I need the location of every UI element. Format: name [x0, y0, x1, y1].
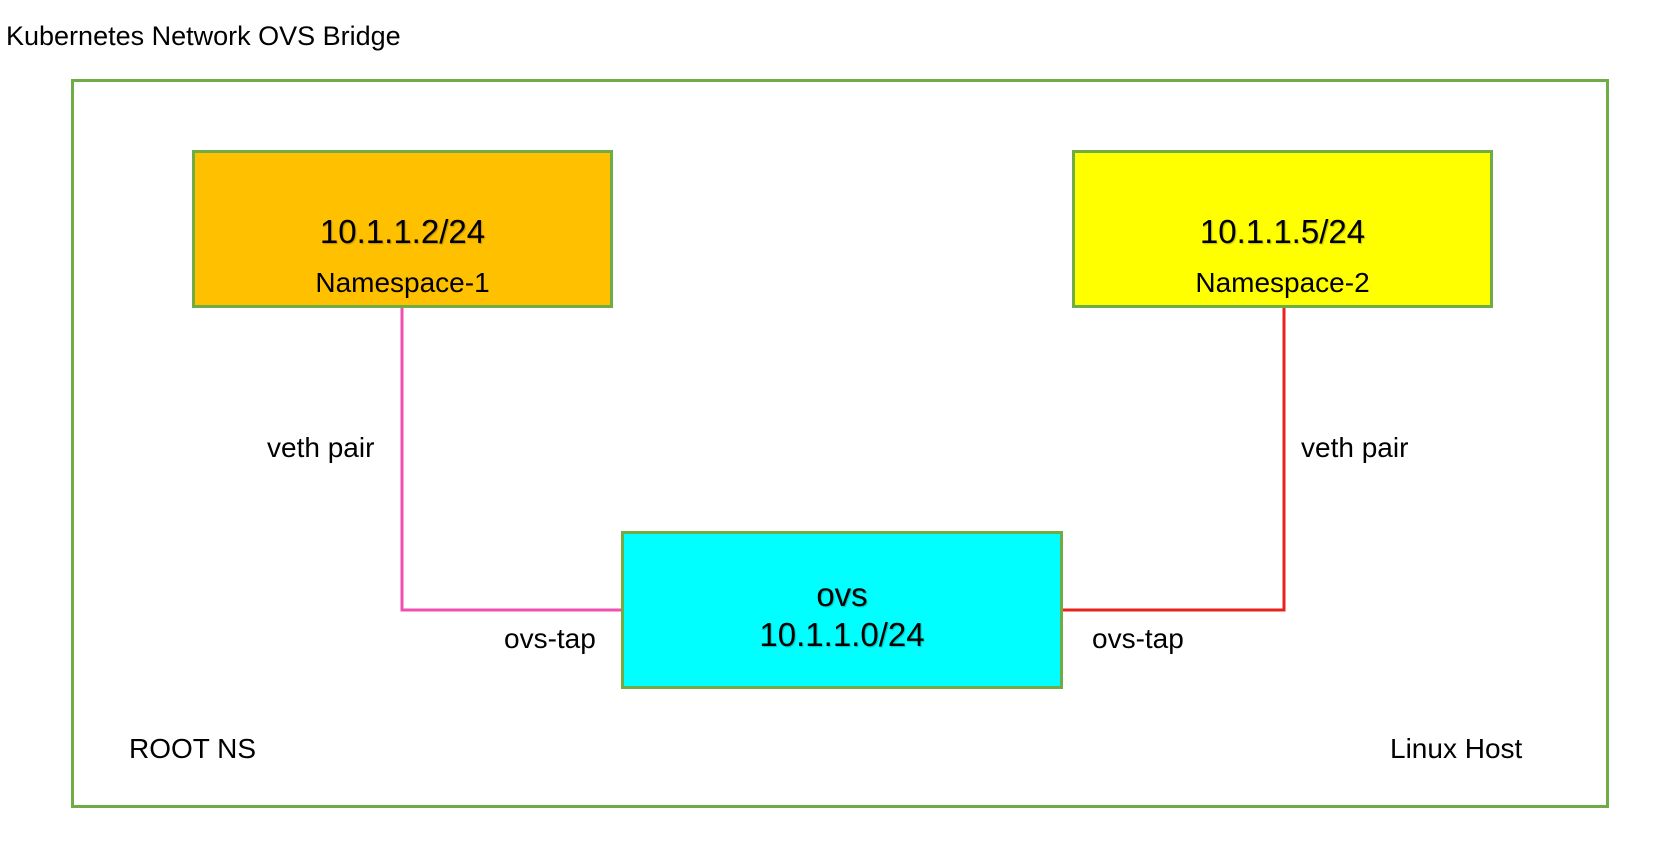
- left-veth-label: veth pair: [267, 432, 375, 463]
- ovs-bridge-box: ovs 10.1.1.0/24: [621, 531, 1063, 689]
- ovs-bridge-name: ovs: [816, 576, 868, 613]
- namespace-2-ip: 10.1.1.5/24: [1199, 213, 1366, 250]
- namespace-1-box: 10.1.1.2/24 Namespace-1: [192, 150, 613, 308]
- left-veth-link: [400, 308, 621, 612]
- ovs-bridge-ip: 10.1.1.0/24: [759, 616, 925, 653]
- namespace-1-ip: 10.1.1.2/24: [319, 213, 486, 250]
- linux-host-label: Linux Host: [1390, 733, 1523, 764]
- root-ns-label: ROOT NS: [129, 733, 257, 764]
- diagram-title: Kubernetes Network OVS Bridge: [6, 21, 401, 51]
- right-veth-label: veth pair: [1301, 432, 1409, 463]
- namespace-2-label: Namespace-2: [1195, 267, 1370, 298]
- namespace-1-label: Namespace-1: [315, 267, 490, 298]
- namespace-2-box: 10.1.1.5/24 Namespace-2: [1072, 150, 1493, 308]
- linux-host-frame: [71, 79, 1609, 808]
- right-veth-link: [1063, 308, 1286, 612]
- left-tap-label: ovs-tap: [504, 623, 596, 654]
- right-tap-label: ovs-tap: [1092, 623, 1184, 654]
